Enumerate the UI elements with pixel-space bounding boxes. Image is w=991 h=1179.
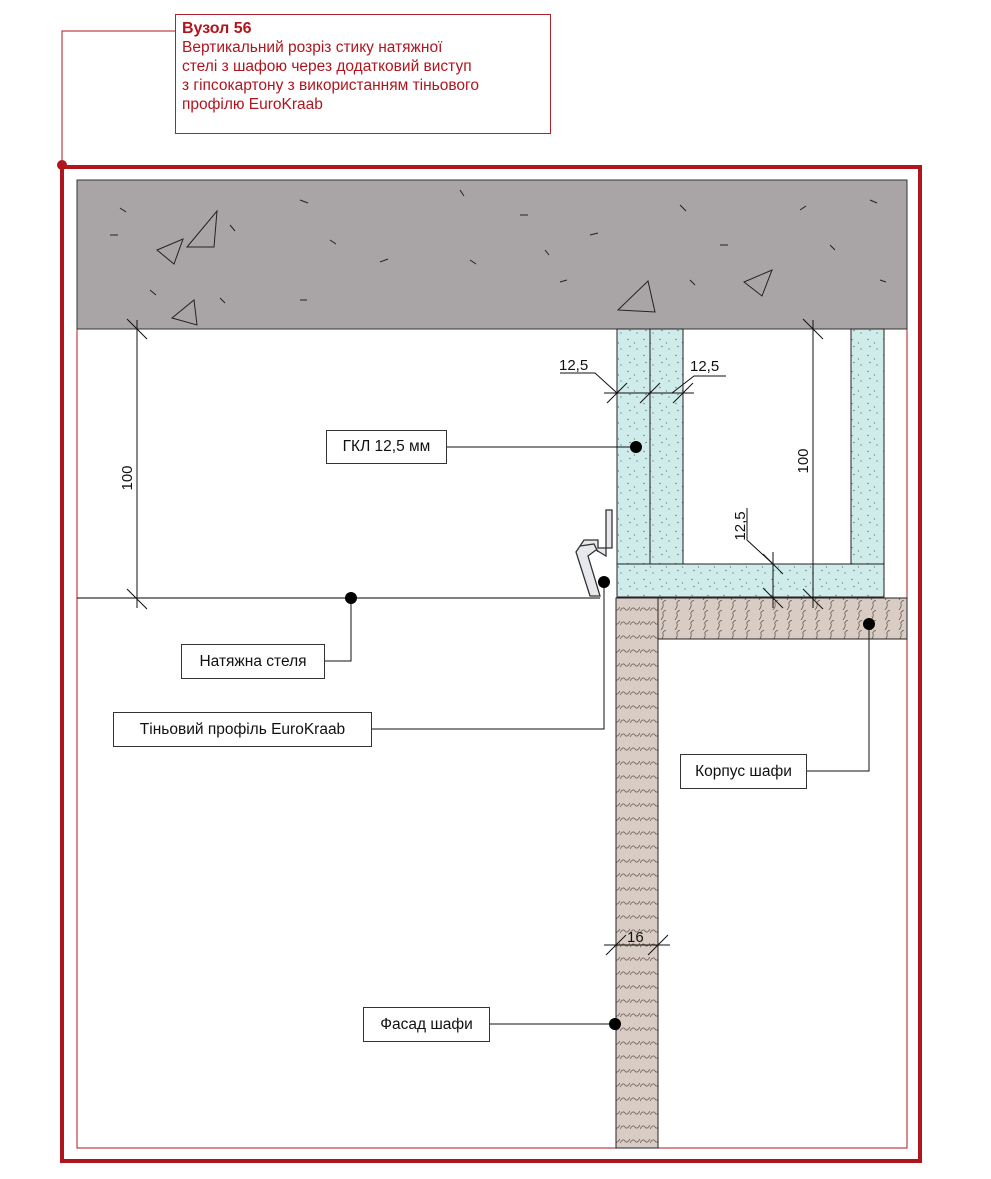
callout-cabinet-facade: Фасад шафи — [363, 1007, 490, 1042]
cabinet-body-top — [616, 597, 908, 640]
callout-shadow-profile: Тіньовий профіль EuroKraab — [113, 712, 372, 747]
dim-left-100-label: 100 — [119, 465, 136, 490]
outer-frame — [60, 165, 922, 1163]
callout-stretch-ceiling: Натяжна стеля — [181, 644, 325, 679]
dim-top-gkl-b-label: 12,5 — [690, 358, 719, 375]
dim-right-100 — [802, 318, 824, 610]
dim-right-100-label: 100 — [795, 448, 812, 473]
title-line-2: стелі з шафою через додатковий виступ — [182, 58, 472, 75]
dim-left-100 — [126, 318, 148, 610]
dim-facade-16-label: 16 — [627, 929, 644, 946]
callout-leaders — [325, 446, 870, 1025]
concrete-aggregate — [110, 189, 887, 326]
title-line-3: з гіпсокартону з використанням тіньового — [182, 77, 479, 94]
concrete-slab — [76, 179, 908, 330]
gkl-board-left-b — [649, 328, 684, 565]
title-leader — [61, 30, 175, 164]
callout-dots — [345, 441, 875, 1030]
dim-top-gkl — [560, 372, 726, 404]
dim-bottom-gkl-label: 12,5 — [732, 511, 749, 540]
title-line-1: Вертикальний розріз стику натяжної — [182, 39, 443, 56]
dim-facade-16 — [604, 934, 670, 956]
dim-bottom-gkl — [746, 508, 784, 609]
gkl-board-right — [850, 328, 885, 565]
shadow-profile — [575, 509, 613, 597]
title-box: Вузол 56 Вертикальний розріз стику натяж… — [175, 14, 551, 134]
dim-top-gkl-a-label: 12,5 — [559, 357, 588, 374]
title-line-4: профілю EuroKraab — [182, 96, 323, 113]
gkl-board-bottom — [616, 563, 885, 598]
callout-cabinet-body: Корпус шафи — [680, 754, 807, 789]
callout-gkl: ГКЛ 12,5 мм — [326, 430, 447, 464]
cabinet-facade — [615, 597, 659, 1149]
node-title: Вузол 56 — [182, 20, 252, 37]
